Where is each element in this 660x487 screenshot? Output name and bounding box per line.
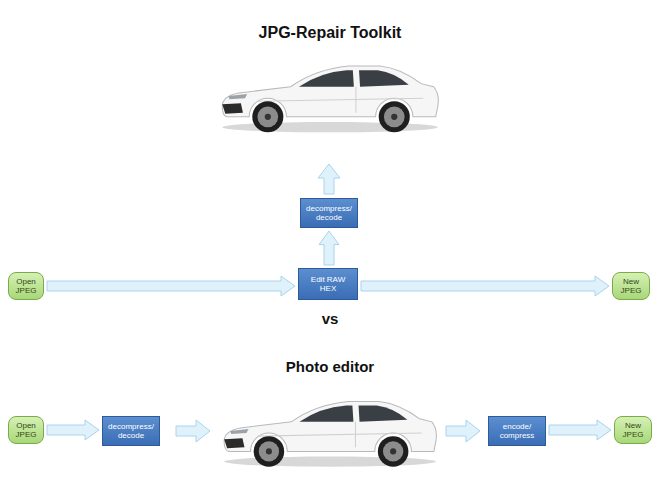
block-arrow [549,420,611,440]
heading-label: vs [0,310,660,327]
process-box: decompress/ decode [102,416,160,446]
diagram-title: JPG-Repair Toolkit [0,24,660,42]
terminal-box: New JPEG [614,416,652,444]
terminal-box: New JPEG [612,272,650,300]
process-box: decompress/ decode [300,198,358,228]
car-illustration [224,402,436,467]
car-illustration [218,388,442,470]
process-box: encode/ compress [488,416,546,446]
block-arrow [47,276,295,296]
node-text: Open JPEG [12,421,40,439]
block-arrow [47,420,99,440]
node-text: decompress/ decode [306,204,352,222]
node-text: encode/ compress [495,422,539,440]
block-arrow [361,276,609,296]
node-text: New JPEG [616,277,646,295]
node-text: decompress/ decode [108,422,154,440]
block-arrow [446,420,480,442]
process-box: Edit RAW HEX [298,268,358,300]
car-illustration [222,66,438,132]
terminal-box: Open JPEG [8,416,44,444]
block-arrow [176,420,210,442]
node-text: Open JPEG [12,277,40,295]
block-arrow [319,231,339,265]
car-illustration [216,52,444,136]
node-text: Edit RAW HEX [305,275,351,293]
terminal-box: Open JPEG [8,272,44,300]
block-arrow [318,164,340,194]
heading-label: Photo editor [0,358,660,375]
node-text: New JPEG [618,421,648,439]
